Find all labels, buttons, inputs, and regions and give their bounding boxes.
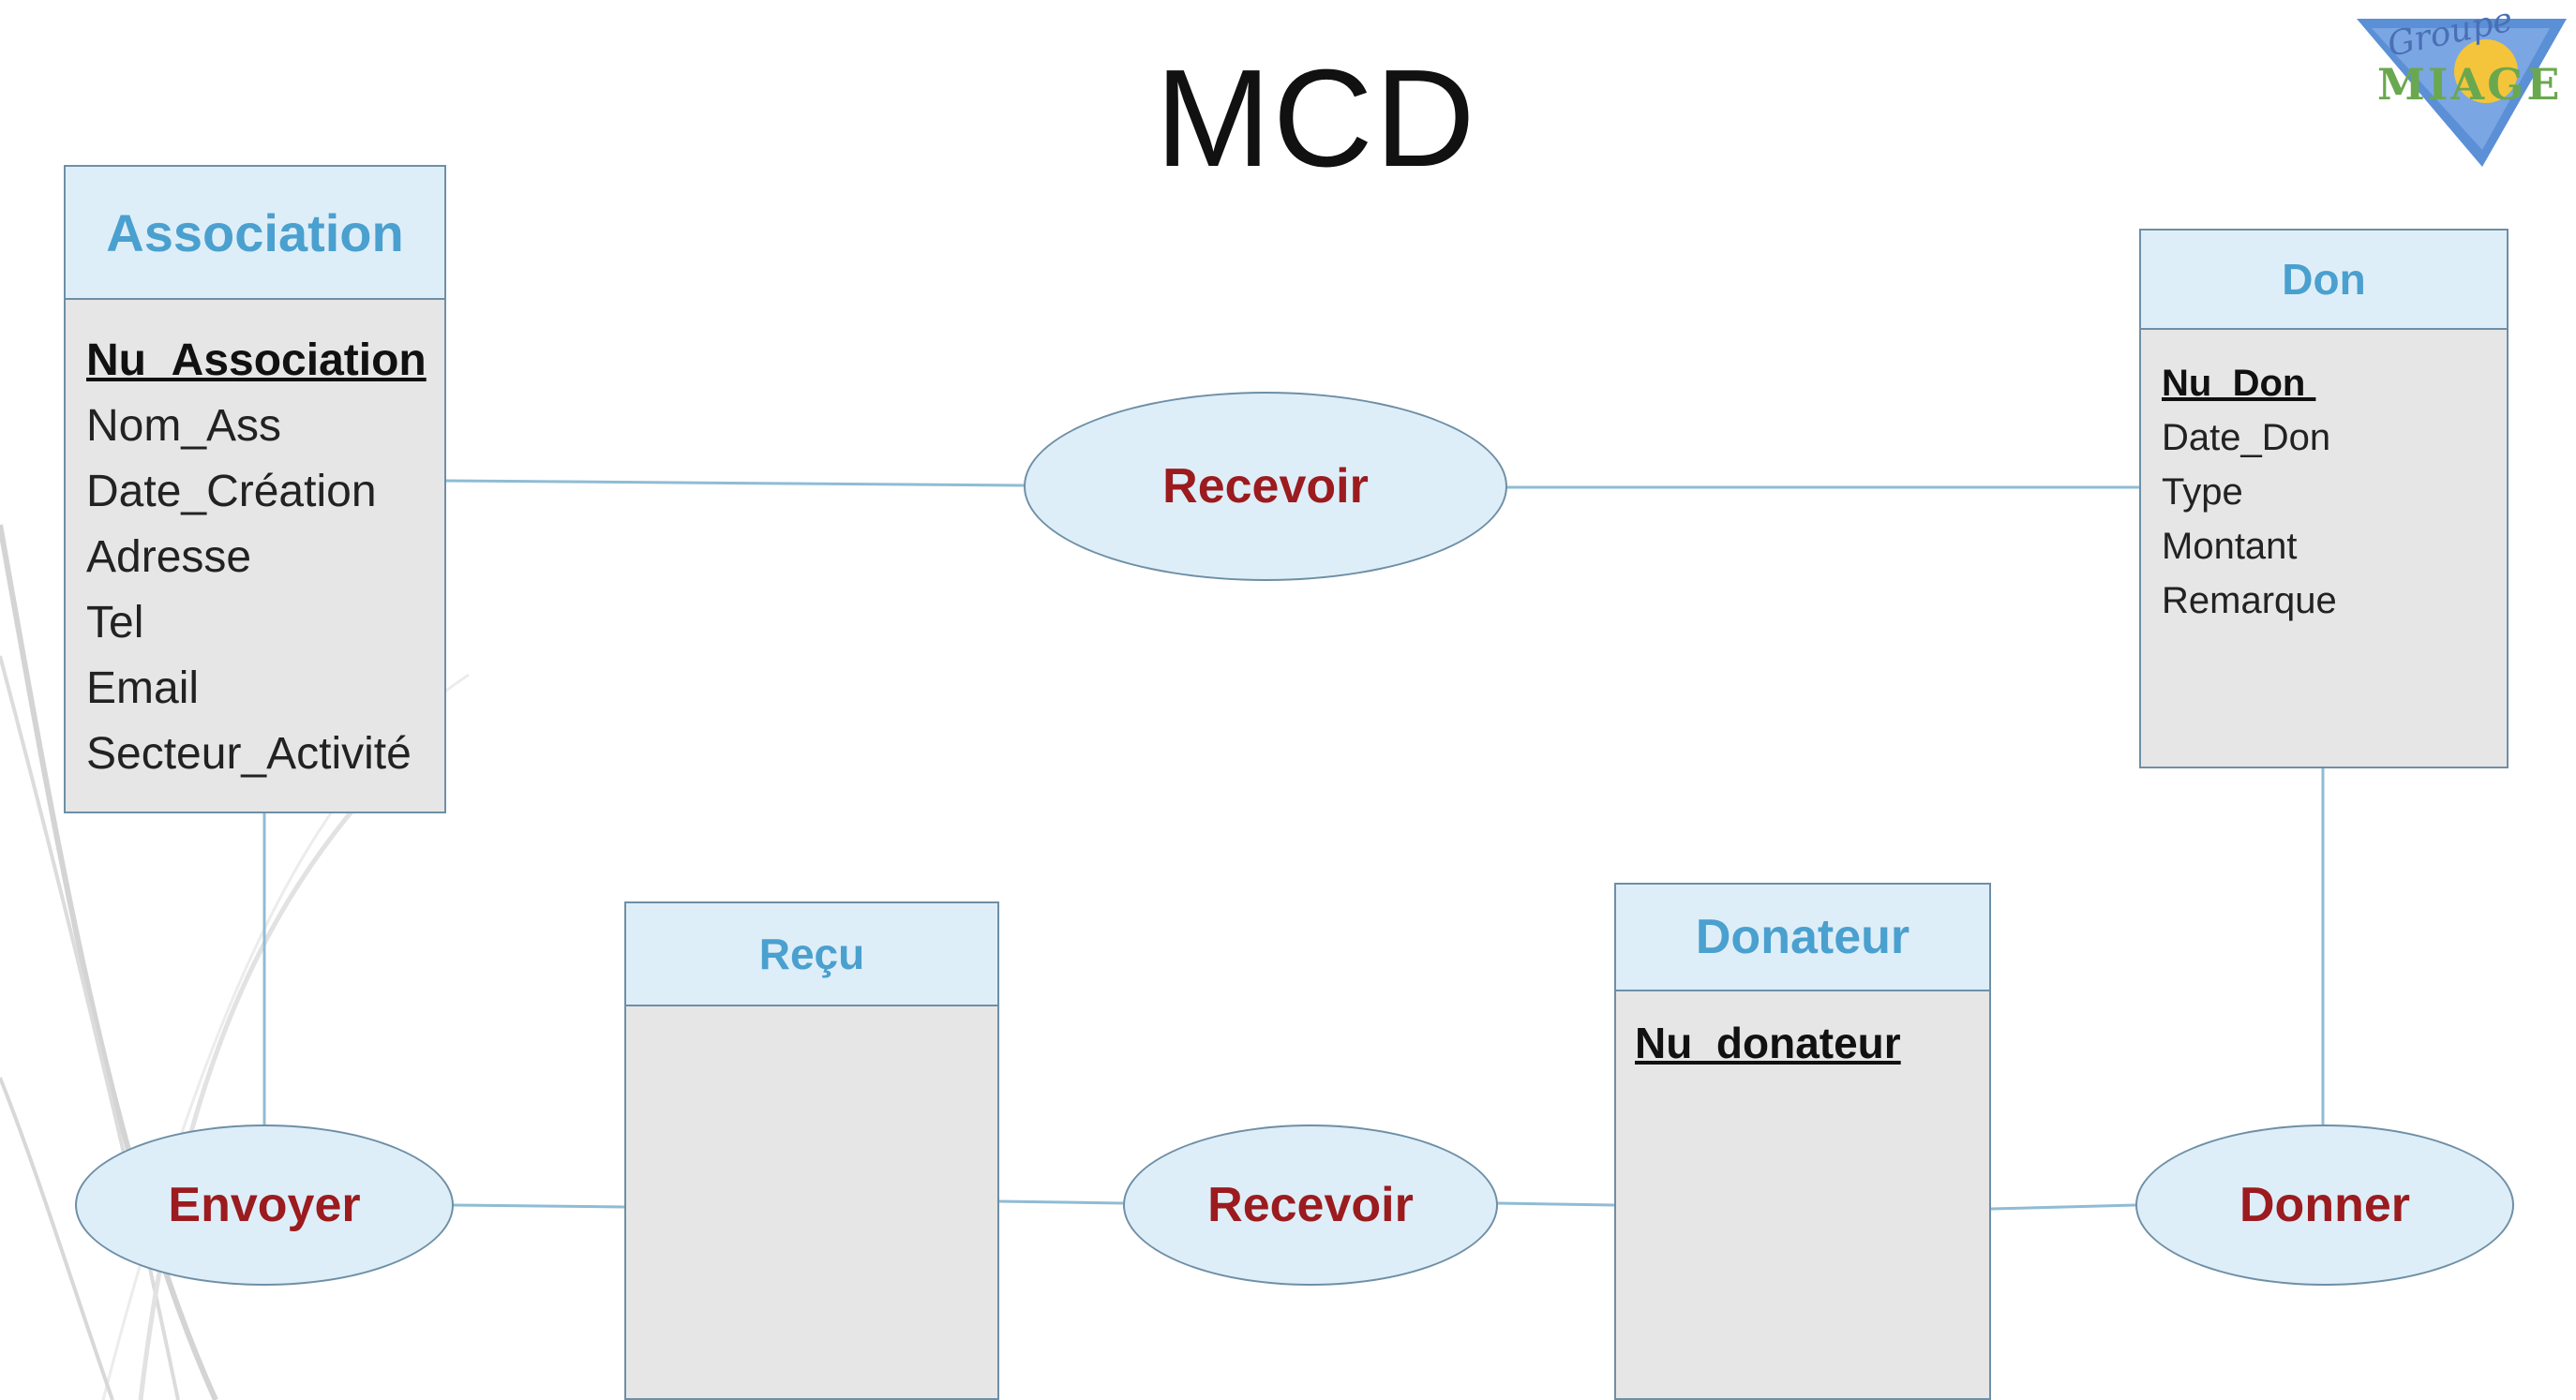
relation-envoyer: Envoyer xyxy=(75,1124,454,1286)
entity-name: Donateur xyxy=(1695,910,1910,964)
decorative-curve xyxy=(0,655,180,1400)
attribute: Nom_Ass xyxy=(86,401,282,451)
entity-header: Association xyxy=(66,167,444,300)
logo-word: MIAGE xyxy=(2377,59,2562,110)
entity-recu: Reçu xyxy=(624,901,999,1400)
relation-recevoir-top: Recevoir xyxy=(1024,392,1507,581)
attribute: Type xyxy=(2162,471,2243,513)
link-donateur-donner xyxy=(1990,1203,2136,1211)
attribute-key: Nu_donateur xyxy=(1635,1019,1901,1067)
link-association-recevoir xyxy=(443,479,1025,487)
entity-header: Donateur xyxy=(1616,885,1989,991)
page-title: MCD xyxy=(1155,41,1477,196)
decorative-curve xyxy=(0,524,218,1400)
entity-association: Association Nu_Association Nom_Ass Date_… xyxy=(64,165,446,813)
entity-don: Don Nu_Don Date_Don Type Montant Remarqu… xyxy=(2139,229,2509,768)
attribute: Email xyxy=(86,663,200,713)
link-recevoir-donateur xyxy=(1497,1201,1615,1207)
attribute-list: Nu_Don Date_Don Type Montant Remarque xyxy=(2141,330,2507,628)
decorative-curve xyxy=(0,1077,114,1400)
attribute: Date_Création xyxy=(86,467,377,516)
relation-donner: Donner xyxy=(2135,1124,2514,1286)
attribute-key: Nu_Don xyxy=(2162,363,2316,404)
entity-name: Association xyxy=(106,202,404,262)
groupe-miage-logo: Groupe MIAGE xyxy=(2357,1,2567,167)
attribute: Secteur_Activité xyxy=(86,729,412,779)
link-envoyer-recu xyxy=(451,1203,625,1209)
entity-donateur: Donateur Nu_donateur xyxy=(1614,883,1991,1400)
decorative-curve xyxy=(138,804,358,1400)
attribute-list: Nu_Association Nom_Ass Date_Création Adr… xyxy=(66,300,444,787)
attribute: Montant xyxy=(2162,526,2298,567)
attribute-list: Nu_donateur xyxy=(1616,991,1989,1074)
entity-name: Reçu xyxy=(758,930,865,978)
attribute: Adresse xyxy=(86,532,252,582)
relation-recevoir-bottom: Recevoir xyxy=(1123,1124,1498,1286)
attribute-key: Nu_Association xyxy=(86,335,427,385)
attribute: Date_Don xyxy=(2162,417,2331,458)
attribute: Remarque xyxy=(2162,580,2337,621)
link-recu-recevoir xyxy=(998,1199,1124,1205)
entity-header: Don xyxy=(2141,231,2507,330)
attribute: Tel xyxy=(86,598,144,648)
entity-name: Don xyxy=(2282,255,2366,304)
entity-header: Reçu xyxy=(626,903,997,1006)
